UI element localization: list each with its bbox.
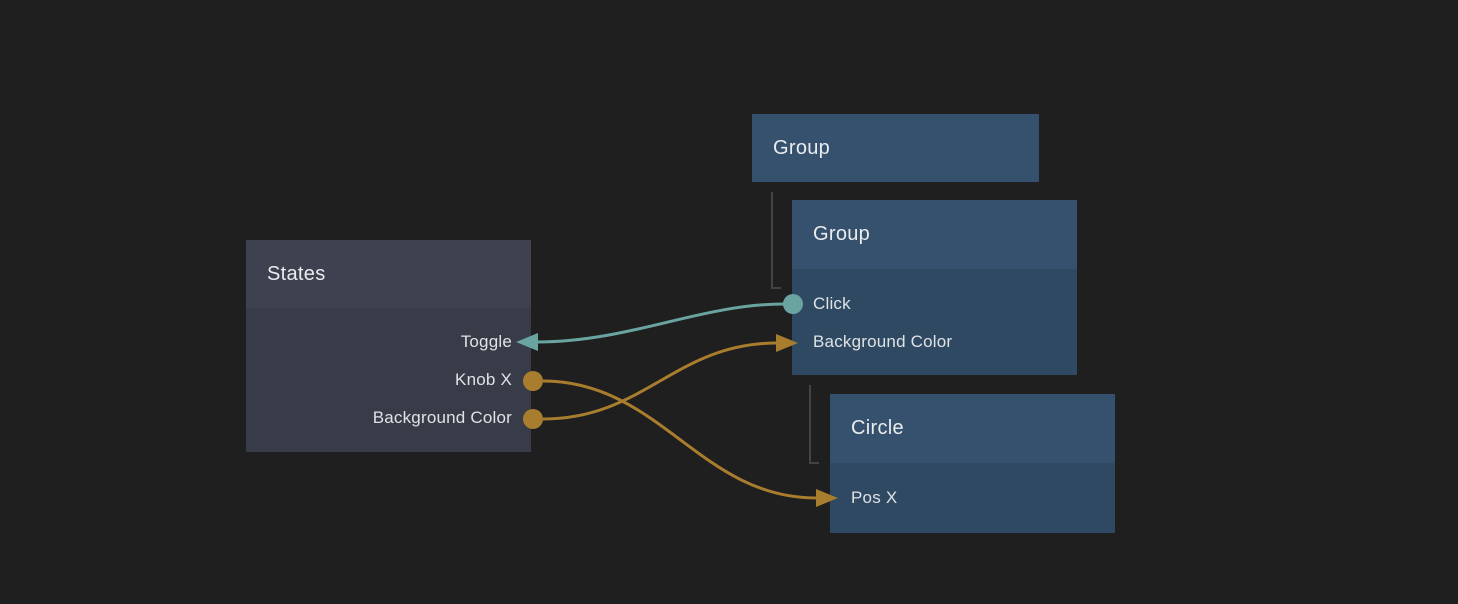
node-states-header[interactable]: States [246, 240, 531, 308]
node-states[interactable]: States Toggle Knob X Background Color [246, 240, 531, 452]
node-group-parent-header[interactable]: Group [752, 114, 1039, 182]
node-circle-header[interactable]: Circle [830, 394, 1115, 463]
node-group-parent[interactable]: Group [752, 114, 1039, 182]
wire-knob-x-to-pos-x[interactable] [542, 379, 817, 500]
node-group-child[interactable]: Group Click Background Color [792, 200, 1077, 375]
port-row-toggle[interactable]: Toggle [246, 323, 531, 361]
node-states-title: States [267, 262, 326, 285]
node-circle-title: Circle [851, 417, 904, 439]
port-row-knob-x[interactable]: Knob X [246, 361, 531, 399]
node-group-parent-title: Group [773, 136, 831, 159]
hierarchy-line-group1-to-group2 [771, 192, 781, 289]
node-circle[interactable]: Circle Pos X [830, 394, 1115, 533]
port-label-group-background-color: Background Color [813, 332, 953, 351]
port-label-click: Click [813, 294, 851, 313]
port-label-knob-x: Knob X [455, 370, 512, 389]
node-group-child-title: Group [813, 223, 871, 245]
hierarchy-line-group2-to-circle [809, 385, 819, 464]
wire-click-to-toggle[interactable] [536, 302, 785, 344]
port-label-states-background-color: Background Color [372, 408, 512, 427]
port-row-states-background-color[interactable]: Background Color [246, 399, 531, 437]
port-row-pos-x[interactable]: Pos X [830, 479, 1115, 517]
node-group-child-header[interactable]: Group [792, 200, 1077, 269]
port-row-click[interactable]: Click [792, 285, 1077, 323]
node-group-child-body: Click Background Color [792, 269, 1077, 375]
port-label-pos-x: Pos X [851, 488, 898, 507]
node-circle-body: Pos X [830, 463, 1115, 533]
port-row-group-background-color[interactable]: Background Color [792, 323, 1077, 361]
node-states-body: Toggle Knob X Background Color [246, 308, 531, 452]
wire-background-color-to-background-color[interactable] [542, 341, 778, 421]
port-label-toggle: Toggle [460, 332, 512, 351]
